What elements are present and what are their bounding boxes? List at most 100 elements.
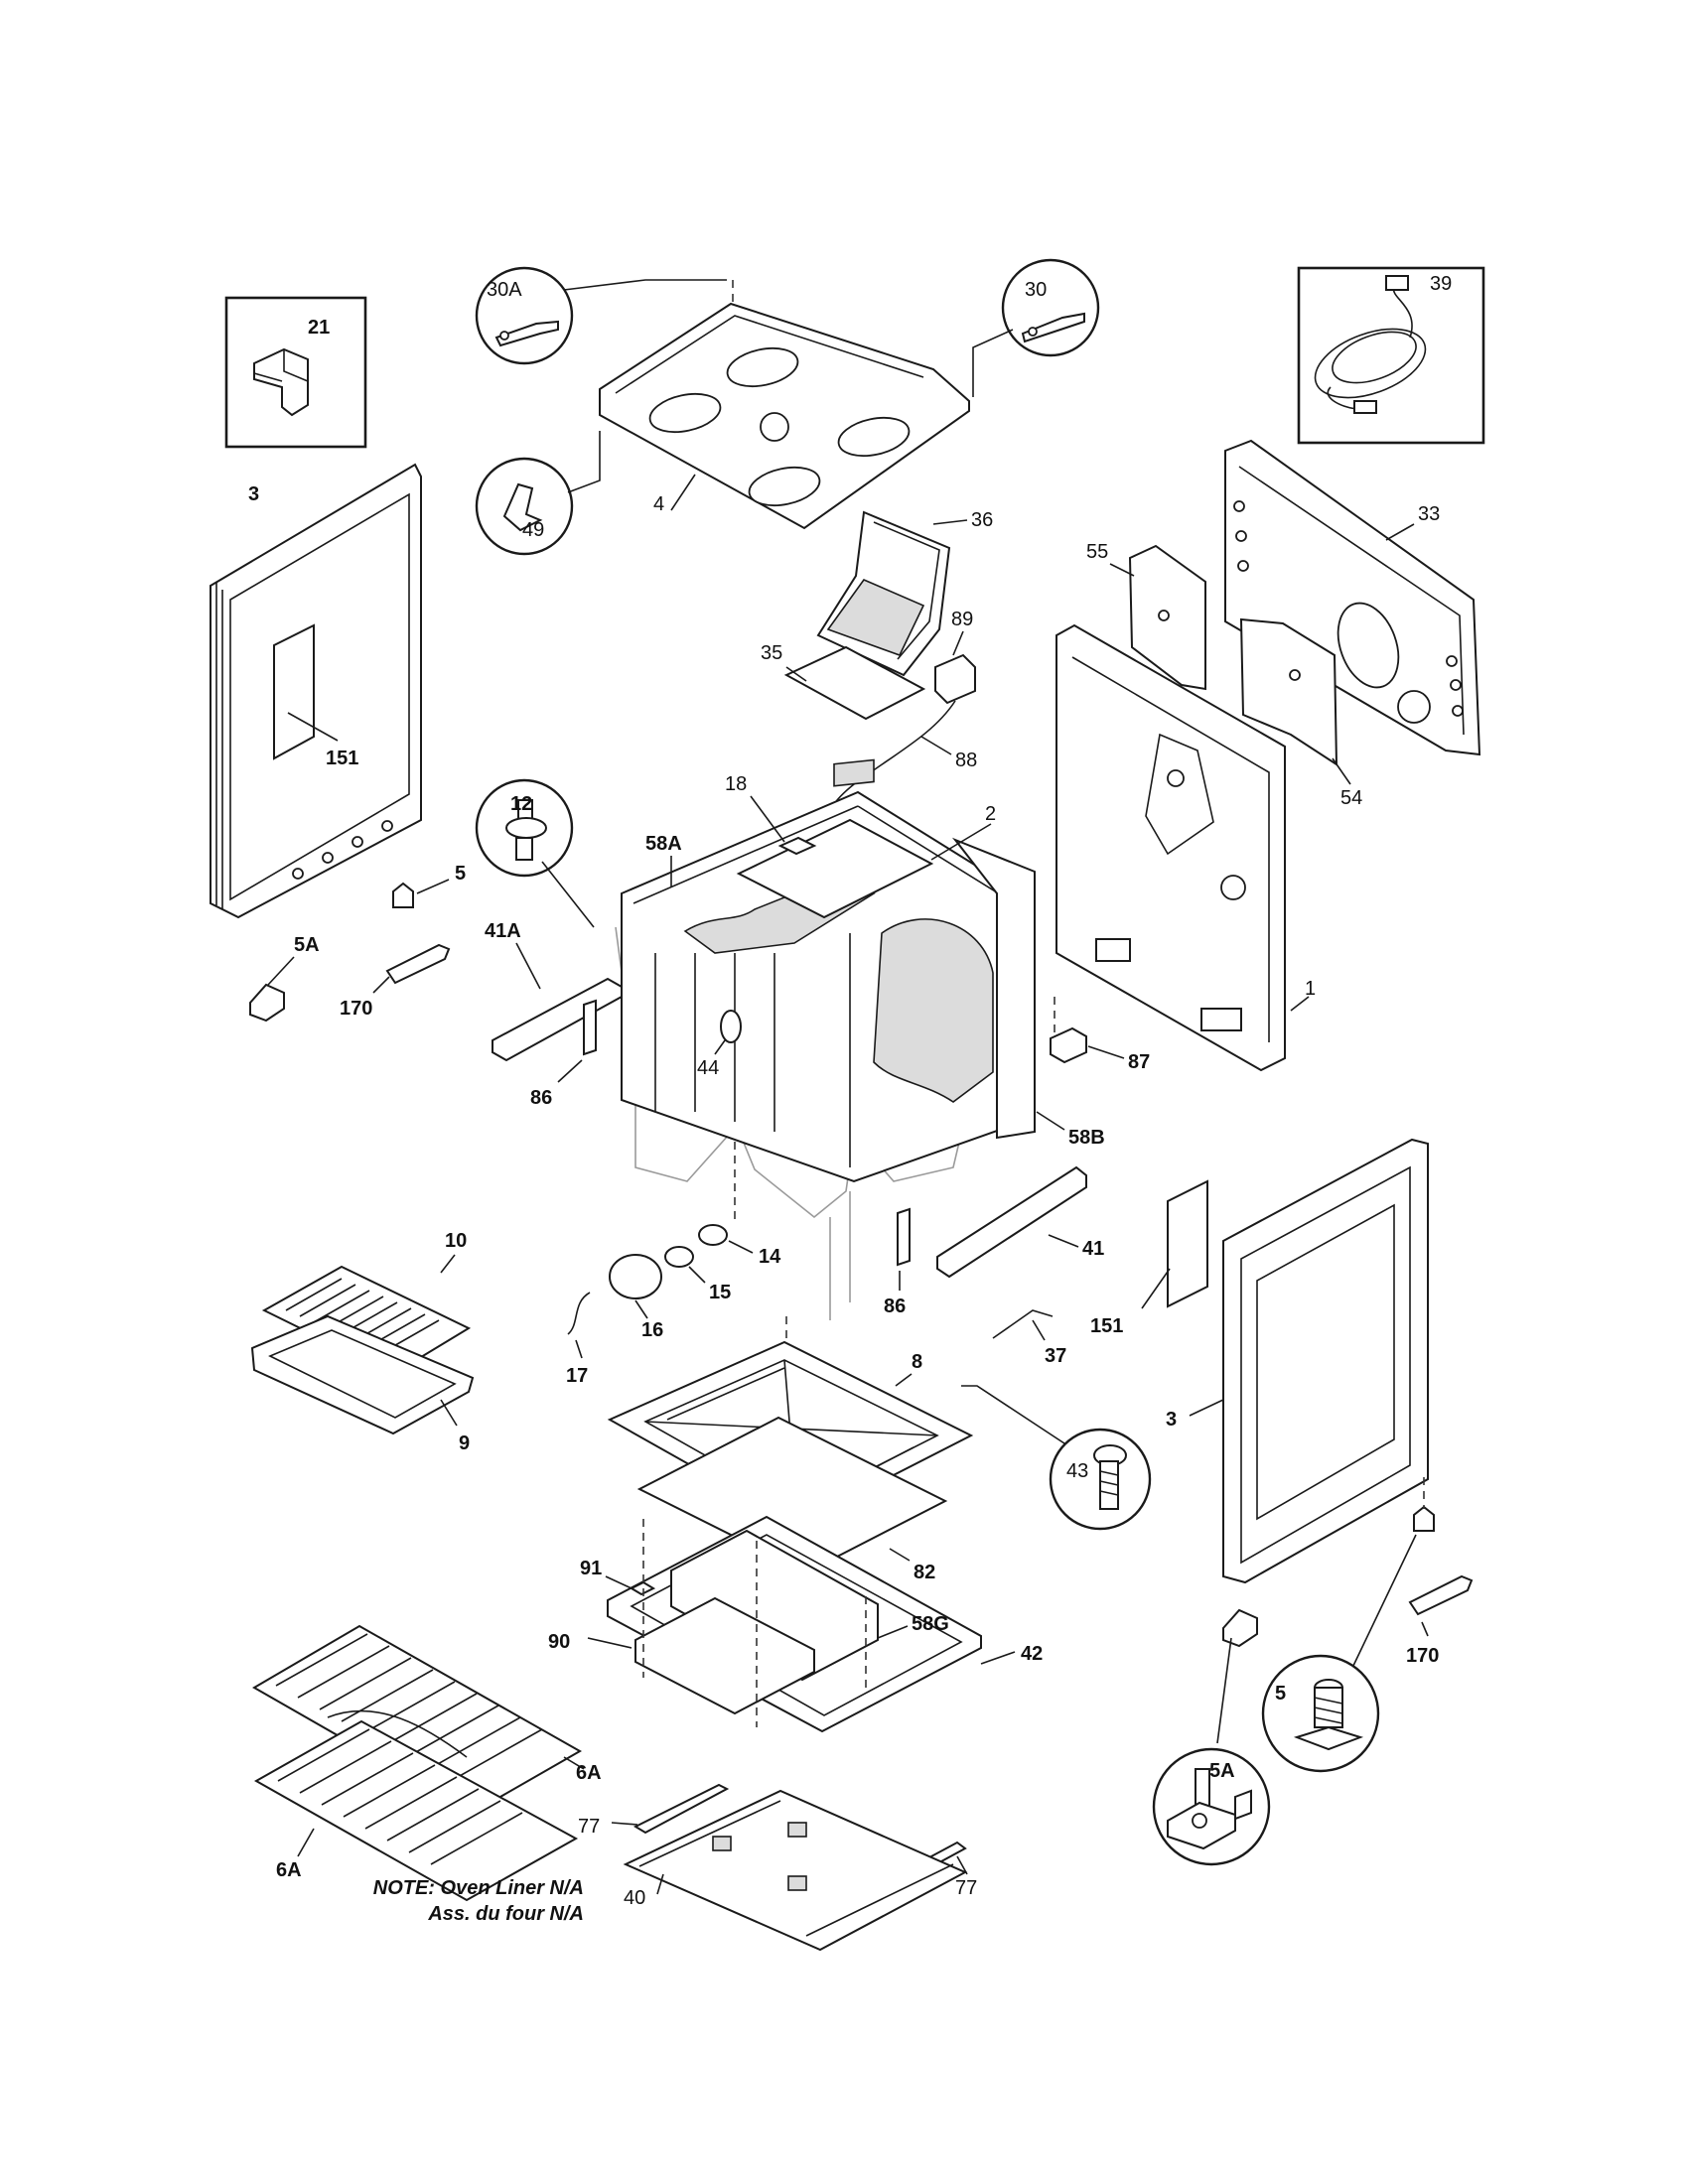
part-89-switch (934, 630, 976, 705)
label-77-right: 77 (955, 1877, 977, 1899)
label-44: 44 (697, 1057, 719, 1079)
label-6A-lower: 6A (276, 1859, 302, 1881)
part-5A-left-bracket (249, 956, 295, 1023)
part-55-bracket (1109, 544, 1206, 691)
part-dashed-alignment (642, 1519, 867, 1727)
part-14-light-socket (698, 1142, 754, 1254)
label-170-right: 170 (1406, 1645, 1439, 1667)
label-90: 90 (548, 1631, 570, 1653)
callout-5A-leg-bracket (1152, 1747, 1271, 1866)
part-39-box (1297, 266, 1485, 445)
part-5-left-leg (392, 879, 450, 908)
part-54-bracket (1239, 617, 1351, 785)
label-1: 1 (1305, 978, 1316, 1000)
callout-30 (972, 258, 1100, 397)
label-36: 36 (971, 509, 993, 531)
part-86-right-bracket (897, 1207, 911, 1291)
label-18: 18 (725, 773, 747, 795)
part-41-rail (936, 1165, 1087, 1279)
label-6A-upper: 6A (576, 1762, 602, 1784)
label-151-right: 151 (1090, 1315, 1123, 1337)
part-58G-insulation (670, 1529, 909, 1682)
part-77-left-slide (611, 1783, 730, 1835)
part-151-right-bracket (1141, 1179, 1208, 1309)
label-5-left: 5 (455, 863, 466, 885)
label-5A-right: 5A (1209, 1760, 1235, 1782)
part-36-vent-duct (816, 510, 968, 677)
label-30A: 30A (487, 279, 522, 301)
label-2: 2 (985, 803, 996, 825)
label-21: 21 (308, 317, 330, 339)
label-42: 42 (1021, 1643, 1043, 1665)
part-33-back-panel (1224, 439, 1481, 756)
part-87-terminal-block (1050, 997, 1125, 1064)
label-43: 43 (1066, 1460, 1088, 1482)
label-151-left: 151 (326, 748, 358, 769)
label-10: 10 (445, 1230, 467, 1252)
note-line-1: NOTE: Oven Liner N/A (373, 1877, 584, 1899)
label-5-right: 5 (1275, 1683, 1286, 1705)
part-21-box (224, 296, 367, 449)
label-40: 40 (624, 1887, 645, 1909)
label-41A: 41A (485, 920, 521, 942)
note-line-2: Ass. du four N/A (427, 1903, 584, 1925)
part-90-bracket (587, 1596, 815, 1715)
part-35-duct-plate (783, 645, 926, 721)
label-89: 89 (951, 609, 973, 630)
label-33: 33 (1418, 503, 1440, 525)
label-12: 12 (510, 793, 532, 815)
label-91: 91 (580, 1558, 602, 1579)
part-6A-upper-rack (252, 1624, 585, 1815)
callout-43 (961, 1385, 1152, 1531)
label-4: 4 (653, 493, 664, 515)
label-15: 15 (709, 1282, 731, 1303)
part-1-rear-frame (1055, 623, 1310, 1072)
part-9-broil-pan (250, 1314, 475, 1435)
label-8: 8 (912, 1351, 922, 1373)
part-17-clip (567, 1292, 591, 1359)
label-58A: 58A (645, 833, 682, 855)
part-170-right-clip (1408, 1574, 1474, 1637)
label-16: 16 (641, 1319, 663, 1341)
label-87: 87 (1128, 1051, 1150, 1073)
label-58B: 58B (1068, 1127, 1105, 1149)
label-55: 55 (1086, 541, 1108, 563)
part-10-broil-grid (261, 1254, 472, 1376)
part-oven-cavity (615, 790, 1036, 1320)
part-44-sensor (714, 1010, 742, 1055)
part-3-left-side-panel (210, 463, 422, 919)
callout-49 (475, 431, 601, 556)
callout-12 (475, 778, 595, 928)
label-39: 39 (1430, 273, 1452, 295)
label-170-left: 170 (340, 998, 372, 1020)
part-58B-insulation (1036, 1111, 1065, 1131)
part-4-cooktop (599, 280, 970, 530)
part-41A-rail (492, 942, 623, 1062)
label-35: 35 (761, 642, 782, 664)
label-17: 17 (566, 1365, 588, 1387)
label-3-right: 3 (1166, 1409, 1177, 1431)
label-41: 41 (1082, 1238, 1104, 1260)
label-30: 30 (1025, 279, 1047, 301)
part-18-sensor (750, 795, 817, 856)
part-15-bulb (664, 1246, 706, 1284)
part-16-light-cover (609, 1254, 662, 1319)
label-88: 88 (955, 750, 977, 771)
label-5A-left: 5A (294, 934, 320, 956)
part-37-wire (992, 1309, 1054, 1341)
label-3-left: 3 (248, 483, 259, 505)
part-40-drawer-bottom (623, 1789, 968, 1952)
part-3-right-side-panel (1189, 1138, 1429, 1584)
label-82: 82 (914, 1562, 935, 1583)
callout-5-leveling-leg (1261, 1654, 1380, 1773)
part-170-left-clip (372, 943, 451, 994)
label-86-right: 86 (884, 1296, 906, 1317)
label-14: 14 (759, 1246, 781, 1268)
label-77-left: 77 (578, 1816, 600, 1838)
part-86-left-bracket (557, 999, 597, 1083)
part-5-right-leg (1351, 1477, 1435, 1669)
callout-30A (475, 266, 727, 365)
part-91-clip (605, 1575, 656, 1596)
label-54: 54 (1340, 787, 1362, 809)
